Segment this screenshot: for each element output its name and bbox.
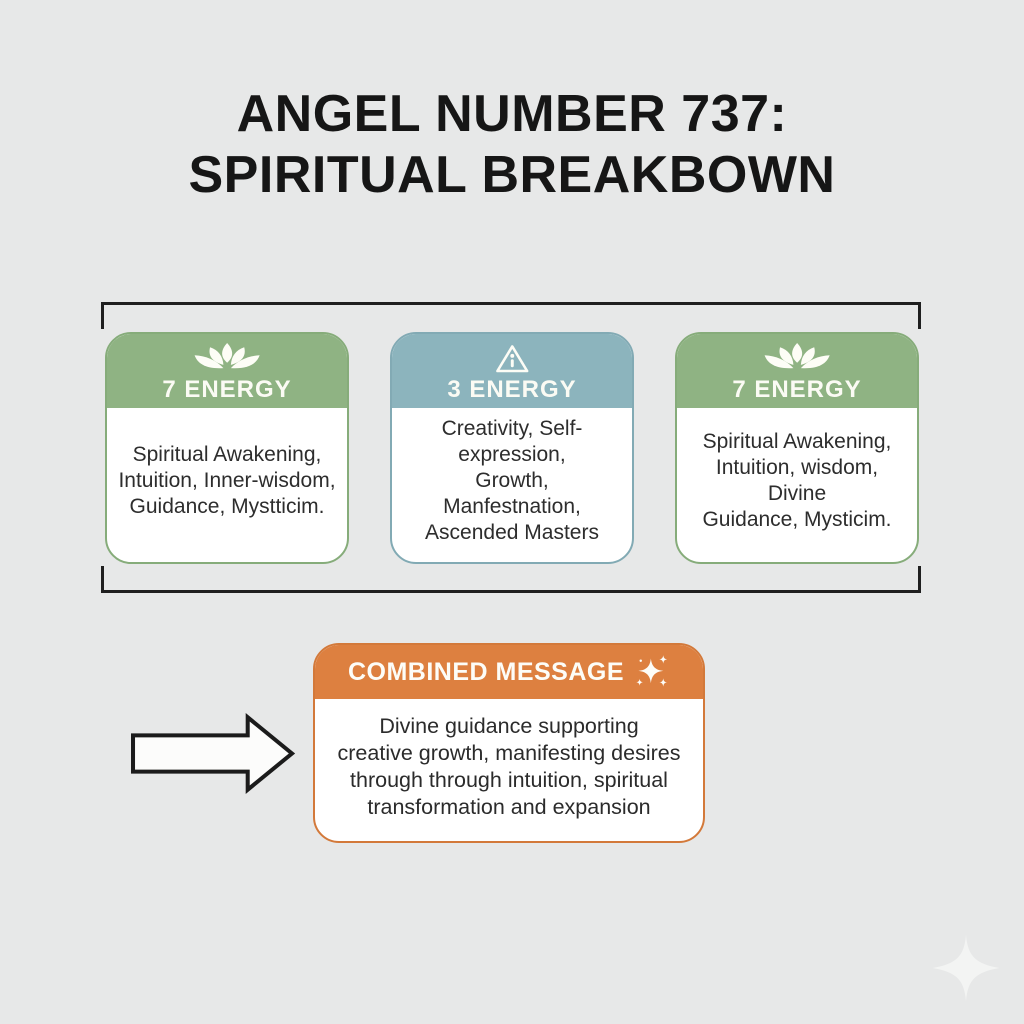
energy-card-7-left-text: Spiritual Awakening, Intuition, Inner-wi… bbox=[118, 442, 336, 519]
energy-card-3: 3 ENERGY Creativity, Self-expression, Gr… bbox=[390, 332, 634, 564]
alert-triangle-icon bbox=[494, 343, 531, 375]
sparkles-icon bbox=[634, 654, 670, 690]
bracket-bottom bbox=[101, 566, 921, 593]
combined-message-title: COMBINED MESSAGE bbox=[347, 657, 625, 686]
combined-message-text: Divine guidance supporting creative grow… bbox=[337, 714, 681, 819]
energy-card-7-right: 7 ENERGY Spiritual Awakening, Intuition,… bbox=[675, 332, 919, 564]
energy-card-7-left-header: 7 ENERGY bbox=[107, 334, 347, 408]
energy-card-3-header: 3 ENERGY bbox=[392, 334, 632, 408]
energy-card-7-left: 7 ENERGY Spiritual Awakening, Intuition,… bbox=[105, 332, 349, 564]
sparkle-watermark-icon bbox=[928, 930, 1004, 1006]
lotus-icon bbox=[193, 342, 261, 375]
energy-card-3-title: 3 ENERGY bbox=[447, 375, 577, 403]
lotus-icon bbox=[763, 342, 831, 375]
combined-message-card: COMBINED MESSAGE Divine guidance support… bbox=[313, 643, 705, 843]
energy-card-7-right-text: Spiritual Awakening, Intuition, wisdom, … bbox=[702, 429, 892, 532]
combined-message-header: COMBINED MESSAGE bbox=[315, 645, 703, 699]
title-line-1: ANGEL NUMBER 737: bbox=[236, 85, 788, 143]
bracket-top bbox=[101, 302, 921, 329]
energy-card-7-left-title: 7 ENERGY bbox=[162, 375, 292, 403]
right-arrow-icon bbox=[130, 712, 297, 795]
energy-card-3-text: Creativity, Self-expression, Growth, Man… bbox=[425, 416, 599, 545]
energy-card-7-right-header: 7 ENERGY bbox=[677, 334, 917, 408]
title-line-2: SPIRITUAL BREAKBOWN bbox=[188, 146, 836, 205]
energy-card-7-right-title: 7 ENERGY bbox=[732, 375, 862, 403]
page-title: ANGEL NUMBER 737: SPIRITUAL BREAKBOWN bbox=[0, 84, 1024, 207]
